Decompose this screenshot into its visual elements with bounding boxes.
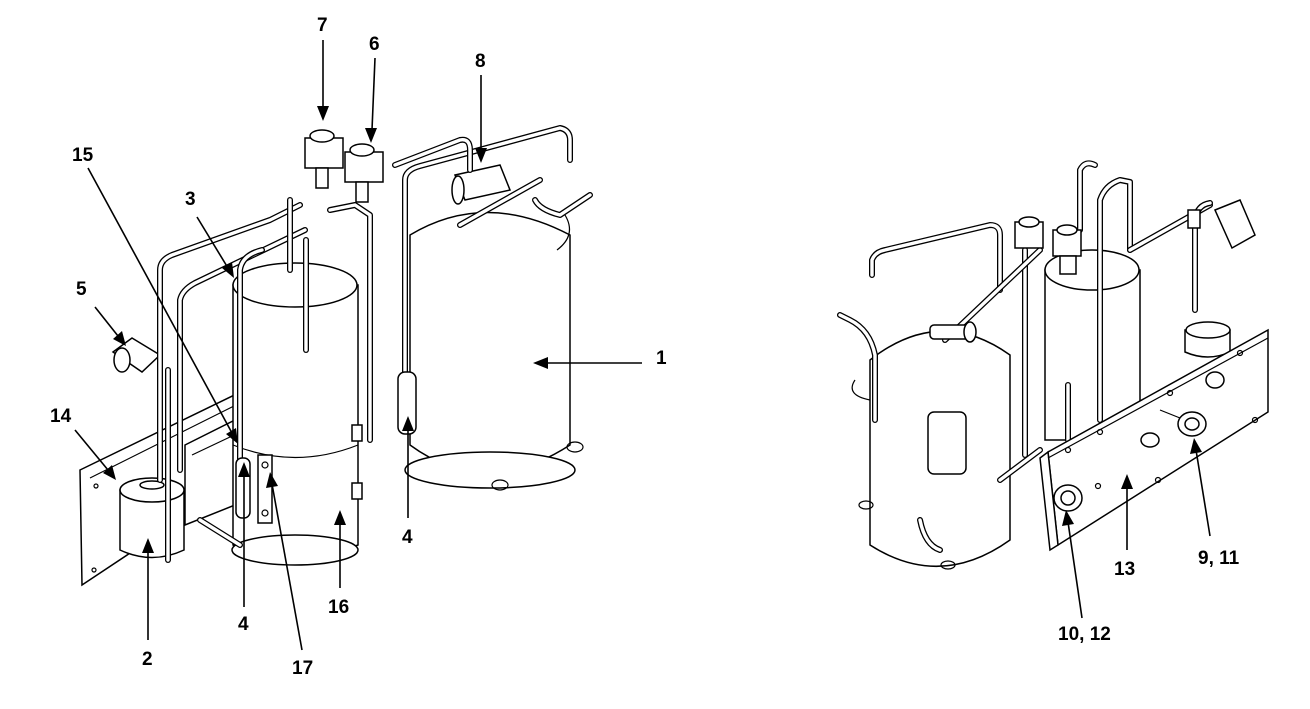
- callout-16: 16: [328, 597, 349, 618]
- callout-leaders-right: [1062, 438, 1211, 619]
- mounting-plate-right: [1039, 328, 1269, 552]
- compressor-fitting: [929, 321, 977, 343]
- compressor-right-view: [851, 330, 1011, 570]
- callout-6: 6: [369, 34, 380, 55]
- solenoid-valve-6: [344, 143, 384, 203]
- callout-3: 3: [185, 189, 196, 210]
- callout-14: 14: [50, 406, 72, 427]
- callout-4-right: 4: [402, 527, 413, 548]
- callout-1: 1: [656, 348, 667, 369]
- callout-8: 8: [475, 51, 486, 72]
- pressure-switch-right-view: [1187, 199, 1256, 250]
- accumulator-clamp: [257, 424, 363, 524]
- callout-15: 15: [72, 145, 94, 166]
- callout-13: 13: [1114, 559, 1135, 580]
- callout-17: 17: [292, 658, 313, 679]
- bulkhead-fitting-9-11: [1159, 409, 1207, 437]
- callout-2: 2: [142, 649, 153, 670]
- callout-4-left: 4: [238, 614, 249, 635]
- pressure-switch: [451, 164, 512, 205]
- piping-left: [157, 125, 593, 563]
- bulkhead-fitting-10-12: [1053, 484, 1083, 512]
- left-assembly-view: 1 2 3 4 4 5 6 7 8 14 15 16 17: [50, 15, 667, 679]
- callout-10-12: 10, 12: [1058, 624, 1111, 645]
- callout-9-11: 9, 11: [1198, 548, 1240, 569]
- sight-glass: [111, 337, 162, 373]
- compressor-large: [404, 211, 584, 491]
- solenoid-valves-right-view: [1014, 216, 1082, 275]
- filter-drier-right-view: [1184, 321, 1231, 358]
- callout-7: 7: [317, 15, 328, 36]
- solenoid-valve-7: [304, 129, 344, 189]
- callout-5: 5: [76, 279, 87, 300]
- filter-drier: [119, 477, 185, 559]
- callout-leaders-left: [74, 40, 642, 651]
- right-assembly-view: 9, 11 10, 12 13: [837, 160, 1269, 645]
- service-fitting-right: [397, 371, 417, 435]
